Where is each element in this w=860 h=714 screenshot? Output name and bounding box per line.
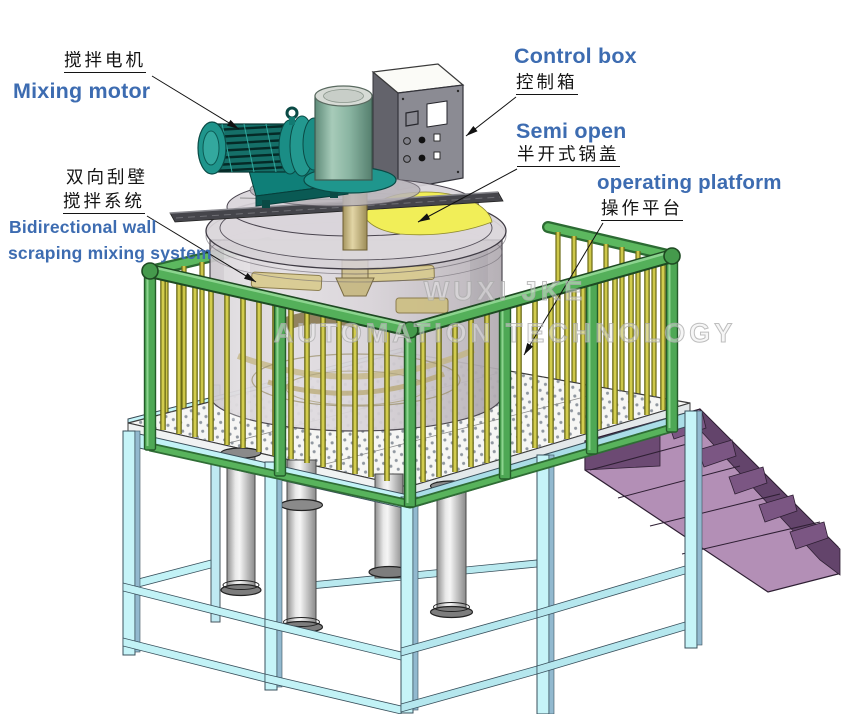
gearbox-riser — [314, 85, 373, 181]
watermark-line2: AUTOMATION TECHNOLOGY — [273, 318, 737, 349]
leader-control-box — [465, 96, 517, 137]
control-box-label-zh: 控制箱 — [516, 74, 578, 96]
leader-operating-platform — [523, 222, 604, 356]
control-box-button — [403, 137, 411, 145]
wall-scraping-label-en2: scraping mixing system — [8, 243, 212, 263]
leader-semi-open — [417, 168, 518, 223]
wall-scraping-label-zh1: 双向刮壁 — [66, 168, 148, 188]
tank-support-legs — [220, 447, 474, 634]
mixing-motor-label-en: Mixing motor — [13, 79, 151, 103]
control-box-label-en: Control box — [514, 44, 637, 68]
control-box — [371, 63, 465, 192]
control-box-button — [418, 136, 426, 144]
watermark-line1: WUXI JKE — [423, 276, 587, 307]
semi-open-label-en: Semi open — [516, 119, 627, 143]
semi-open-label-zh: 半开式锅盖 — [517, 146, 620, 168]
control-box-button — [433, 133, 441, 142]
leader-wall-scraping — [146, 215, 257, 283]
mixing-motor-assembly — [197, 85, 421, 208]
wall-scraping-label-en1: Bidirectional wall — [9, 217, 157, 237]
operating-platform-label-zh: 操作平台 — [601, 200, 683, 222]
control-box-button — [433, 151, 441, 160]
control-box-button — [418, 154, 426, 162]
leader-lines — [146, 75, 604, 356]
operating-platform-label-en: operating platform — [597, 171, 782, 194]
control-box-button — [403, 155, 411, 163]
railing-posts — [143, 251, 679, 508]
platform-railing — [141, 247, 681, 508]
control-box-display — [426, 100, 448, 128]
mixing-motor-label-zh: 搅拌电机 — [64, 52, 146, 74]
leader-mixing-motor — [151, 75, 240, 130]
wall-scraping-label-zh2: 搅拌系统 — [63, 193, 145, 215]
